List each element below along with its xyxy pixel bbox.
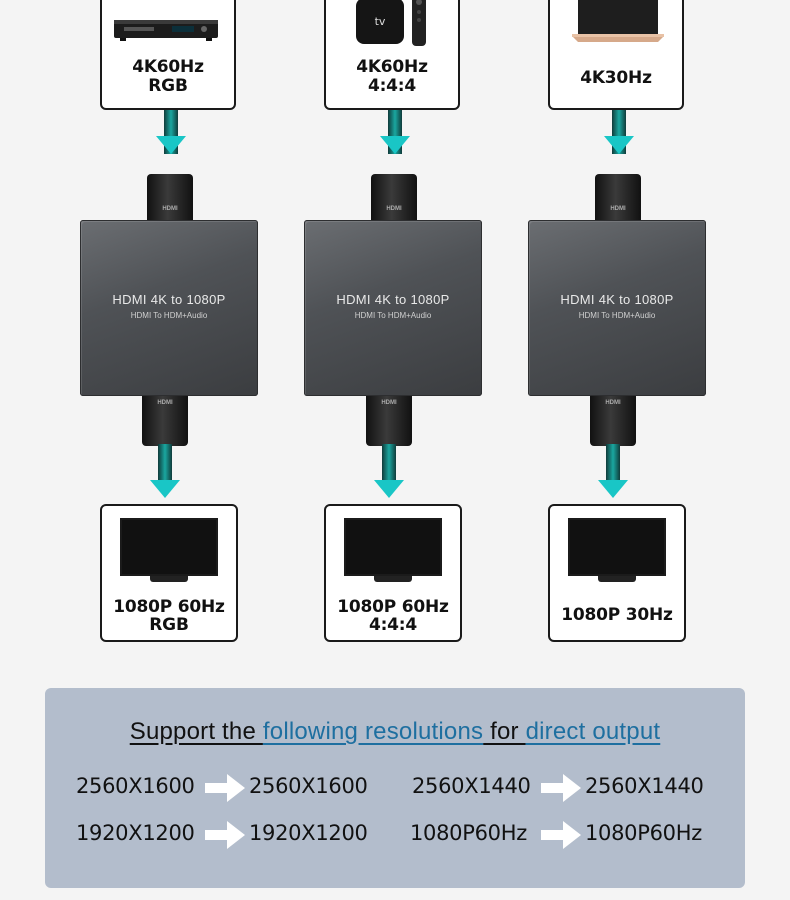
output-label-resolution: 1080P 60Hz (113, 597, 225, 617)
hdmi-connector-in: HDMI (371, 174, 417, 222)
apple-tv-icon: tv (356, 0, 426, 46)
source-box: 4K30Hz (548, 0, 684, 110)
tv-icon (344, 518, 442, 586)
arrow-right-icon (205, 774, 247, 802)
cable-bottom (158, 444, 172, 486)
source-box: tv 4K60Hz 4:4:4 (324, 0, 460, 110)
cable-bottom (382, 444, 396, 486)
hdmi-converter-device: HDMI 4K to 1080P HDMI To HDM+Audio (528, 220, 706, 396)
source-label-resolution: 4K30Hz (580, 68, 652, 88)
device-title: HDMI 4K to 1080P (112, 292, 226, 307)
arrow-right-icon (205, 821, 247, 849)
svg-text:tv: tv (375, 15, 386, 28)
resolution-input: 2560X1440 (412, 774, 531, 798)
source-label-format: 4:4:4 (367, 76, 417, 96)
arrow-right-icon (541, 774, 583, 802)
device-subtitle: HDMI To HDM+Audio (578, 311, 656, 320)
hdmi-connector-in: HDMI (595, 174, 641, 222)
resolution-input: 1080P60Hz (410, 821, 527, 845)
arrow-down-icon (156, 136, 186, 154)
output-box: 1080P 60Hz 4:4:4 (324, 504, 462, 642)
output-label-format: 4:4:4 (368, 615, 418, 635)
hdmi-connector-out: HDMI (590, 396, 636, 446)
column-1: 4K60Hz RGB HDMI HDMI 4K to 1080P HDMI To… (80, 0, 310, 660)
hdmi-connector-out: HDMI (366, 396, 412, 446)
arrow-down-icon (374, 480, 404, 498)
column-2: tv 4K60Hz 4:4:4 HDMI HDMI 4K to 1080P HD… (304, 0, 534, 660)
tv-icon (568, 518, 666, 586)
arrow-down-icon (150, 480, 180, 498)
resolution-output: 2560X1600 (249, 774, 368, 798)
device-subtitle: HDMI To HDM+Audio (354, 311, 432, 320)
dvd-player-icon (114, 20, 218, 41)
source-label-format: RGB (148, 76, 188, 96)
resolution-output: 1920X1200 (249, 821, 368, 845)
hdmi-converter-device: HDMI 4K to 1080P HDMI To HDM+Audio (304, 220, 482, 396)
arrow-down-icon (380, 136, 410, 154)
resolution-output: 2560X1440 (585, 774, 704, 798)
device-title: HDMI 4K to 1080P (560, 292, 674, 307)
arrow-down-icon (604, 136, 634, 154)
output-box: 1080P 30Hz (548, 504, 686, 642)
arrow-down-icon (598, 480, 628, 498)
arrow-right-icon (541, 821, 583, 849)
column-3: 4K30Hz HDMI HDMI 4K to 1080P HDMI To HDM… (528, 0, 758, 660)
resolution-row: 1920X1200 1920X1200 1080P60Hz 1080P60Hz (45, 821, 745, 851)
output-label-resolution: 1080P 60Hz (337, 597, 449, 617)
resolution-row: 2560X1600 2560X1600 2560X1440 2560X1440 (45, 774, 745, 804)
panel-title: Support the following resolutions for di… (129, 718, 661, 745)
resolution-input: 1920X1200 (76, 821, 195, 845)
source-box: 4K60Hz RGB (100, 0, 236, 110)
resolution-input: 2560X1600 (76, 774, 195, 798)
hdmi-connector-out: HDMI (142, 396, 188, 446)
output-label-format: RGB (149, 615, 189, 635)
source-label-resolution: 4K60Hz (356, 57, 428, 77)
source-label-resolution: 4K60Hz (132, 57, 204, 77)
hdmi-converter-device: HDMI 4K to 1080P HDMI To HDM+Audio (80, 220, 258, 396)
output-box: 1080P 60Hz RGB (100, 504, 238, 642)
device-subtitle: HDMI To HDM+Audio (130, 311, 208, 320)
laptop-icon (572, 0, 664, 42)
device-title: HDMI 4K to 1080P (336, 292, 450, 307)
cable-bottom (606, 444, 620, 486)
output-label-resolution: 1080P 30Hz (561, 605, 673, 625)
resolution-output: 1080P60Hz (585, 821, 702, 845)
supported-resolutions-panel: Support the following resolutions for di… (45, 688, 745, 888)
tv-icon (120, 518, 218, 586)
hdmi-connector-in: HDMI (147, 174, 193, 222)
